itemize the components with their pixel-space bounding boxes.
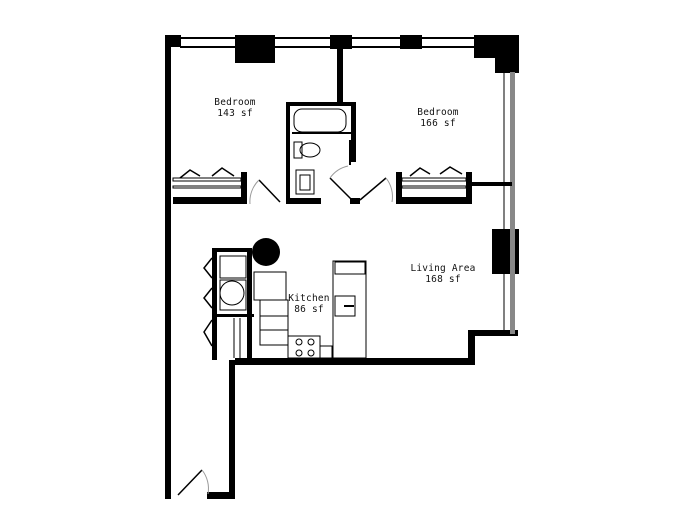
room-name: Living Area: [410, 263, 476, 274]
bathroom: [286, 102, 356, 204]
laundry-closet: [203, 238, 280, 360]
room-label-bedroom-1: Bedroom 143 sf: [205, 97, 265, 119]
exterior-walls: [165, 35, 519, 499]
room-label-living-area: Living Area 168 sf: [403, 263, 483, 285]
room-name: Bedroom: [214, 97, 256, 108]
room-area: 168 sf: [425, 274, 461, 285]
room-label-bedroom-2: Bedroom 166 sf: [408, 107, 468, 129]
right-window: [503, 72, 515, 334]
room-label-kitchen: Kitchen 86 sf: [284, 293, 334, 315]
room-area: 86 sf: [294, 304, 324, 315]
room-name: Kitchen: [288, 293, 330, 304]
doors: [177, 165, 393, 496]
room-name: Bedroom: [417, 107, 459, 118]
kitchen-fixtures: [253, 260, 367, 359]
room-area: 166 sf: [420, 118, 456, 129]
bedroom-closets: [172, 166, 512, 204]
room-area: 143 sf: [217, 108, 253, 119]
